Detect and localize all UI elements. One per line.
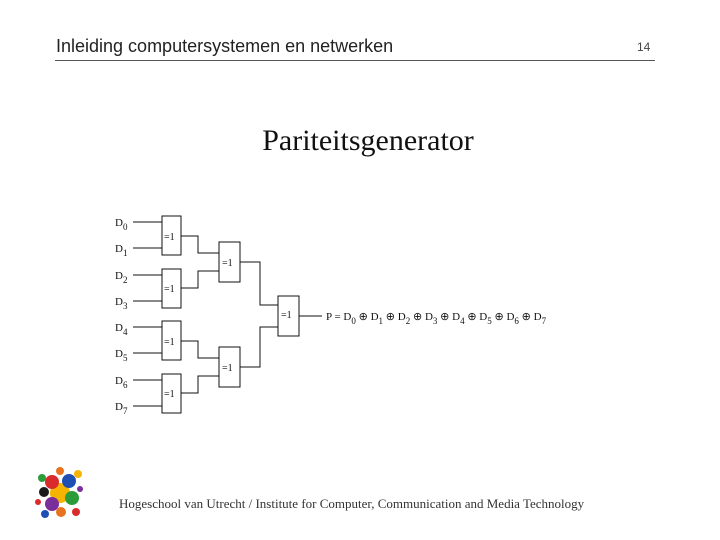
gate-label: =1 [164,389,175,400]
slide-title: Pariteitsgenerator [262,124,474,157]
header-divider [55,60,655,61]
gate-label: =1 [164,337,175,348]
gate-labels: =1 =1 =1 =1 =1 =1 =1 [164,232,292,400]
input-label: D1 [115,243,127,258]
header-title: Inleiding computersystemen en netwerken [56,36,394,56]
interconnect-wires [181,235,322,394]
gate-label: =1 [164,232,175,243]
input-label: D5 [115,348,128,363]
gate-label: =1 [222,363,233,374]
hu-logo-icon [35,467,83,518]
gate-label: =1 [281,310,292,321]
footer-text: Hogeschool van Utrecht / Institute for C… [119,496,585,511]
input-label: D2 [115,270,127,285]
input-label: D3 [115,296,128,311]
gates [161,215,300,414]
gate-label: =1 [164,284,175,295]
input-label: D0 [115,217,128,232]
page-number: 14 [637,40,651,54]
input-label: D7 [115,401,128,416]
output-equation: P = D0 ⊕ D1 ⊕ D2 ⊕ D3 ⊕ D4 ⊕ D5 ⊕ D6 ⊕ D… [326,311,547,326]
gate-label: =1 [222,258,233,269]
input-label: D6 [115,375,128,390]
input-wires [133,221,162,407]
input-label: D4 [115,322,128,337]
